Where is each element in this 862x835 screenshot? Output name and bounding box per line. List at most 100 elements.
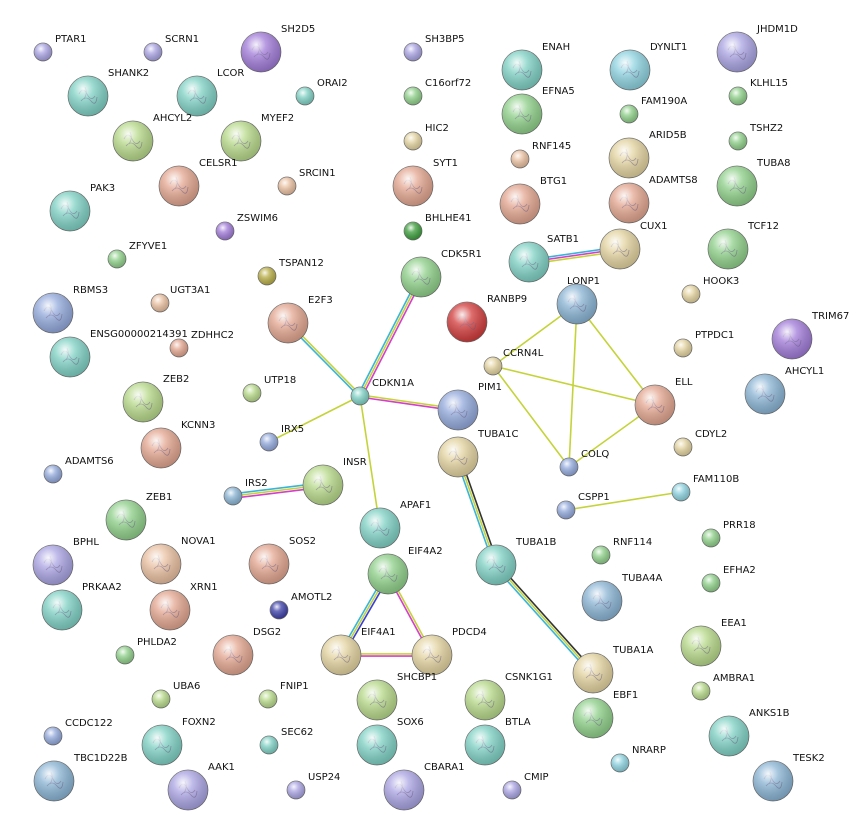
node-prr18[interactable]: PRR18 [701,520,756,548]
node-fam110b[interactable]: FAM110B [671,474,739,502]
node-rbms3[interactable]: RBMS3 [32,285,108,334]
node-bhlhe41[interactable]: BHLHE41 [403,213,472,241]
node-ccrn4l[interactable]: CCRN4L [483,348,544,376]
node-phlda2[interactable]: PHLDA2 [115,637,177,665]
node-ptar1[interactable]: PTAR1 [33,34,87,62]
node-tuba1a[interactable]: TUBA1A [572,645,653,694]
node-amotl2[interactable]: AMOTL2 [269,592,332,620]
node-cdk5r1[interactable]: CDK5R1 [400,249,482,298]
node-efna5[interactable]: EFNA5 [501,86,575,135]
node-cbara1[interactable]: CBARA1 [383,762,464,811]
node-zdhhc2[interactable]: ZDHHC2 [169,330,234,358]
node-cux1[interactable]: CUX1 [599,221,668,270]
node-hic2[interactable]: HIC2 [403,123,449,151]
node-tuba8[interactable]: TUBA8 [716,158,791,207]
node-uba6[interactable]: UBA6 [151,681,200,709]
node-sos2[interactable]: SOS2 [248,536,316,585]
node-apaf1[interactable]: APAF1 [359,500,431,549]
node-zfyve1[interactable]: ZFYVE1 [107,241,167,269]
node-rnf114[interactable]: RNF114 [591,537,652,565]
node-scrn1[interactable]: SCRN1 [143,34,199,62]
node-adamts6[interactable]: ADAMTS6 [43,456,114,484]
node-efha2[interactable]: EFHA2 [701,565,756,593]
node-xrn1[interactable]: XRN1 [149,582,218,631]
node-nrarp[interactable]: NRARP [610,745,666,773]
node-foxn2[interactable]: FOXN2 [141,717,216,766]
node-pim1[interactable]: PIM1 [437,382,502,431]
node-irx5[interactable]: IRX5 [259,424,304,452]
node-usp24[interactable]: USP24 [286,772,340,800]
node-ccdc122[interactable]: CCDC122 [43,718,113,746]
node-insr[interactable]: INSR [302,457,367,506]
node-rnf145[interactable]: RNF145 [510,141,571,169]
node-jhdm1d[interactable]: JHDM1D [716,24,798,73]
node-shcbp1[interactable]: SHCBP1 [356,672,437,721]
node-c16orf72[interactable]: C16orf72 [403,78,471,106]
node-anks1b[interactable]: ANKS1B [708,708,790,757]
node-tbc1d22b[interactable]: TBC1D22B [33,753,128,802]
node-ebf1[interactable]: EBF1 [572,690,638,739]
node-hook3[interactable]: HOOK3 [681,276,739,304]
node-zswim6[interactable]: ZSWIM6 [215,213,278,241]
node-sox6[interactable]: SOX6 [356,717,424,766]
node-enah[interactable]: ENAH [501,42,570,91]
node-ugt3a1[interactable]: UGT3A1 [150,285,210,313]
node-ptpdc1[interactable]: PTPDC1 [673,330,734,358]
node-lcor[interactable]: LCOR [176,68,244,117]
node-tspan12[interactable]: TSPAN12 [257,258,324,286]
node-arid5b[interactable]: ARID5B [608,130,687,179]
node-prkaa2[interactable]: PRKAA2 [41,582,122,631]
node-bphl[interactable]: BPHL [32,537,99,586]
node-eif4a1[interactable]: EIF4A1 [320,627,396,676]
node-e2f3[interactable]: E2F3 [267,295,333,344]
node-klhl15[interactable]: KLHL15 [728,78,788,106]
node-utp18[interactable]: UTP18 [242,375,296,403]
node-tuba1c[interactable]: TUBA1C [437,429,518,478]
node-irs2[interactable]: IRS2 [223,478,268,506]
node-ahcyl1[interactable]: AHCYL1 [744,366,824,415]
node-tuba4a[interactable]: TUBA4A [581,573,662,622]
node-dynlt1[interactable]: DYNLT1 [609,42,687,91]
node-fnip1[interactable]: FNIP1 [258,681,309,709]
node-tuba1b[interactable]: TUBA1B [475,537,556,586]
node-cdkn1a[interactable]: CDKN1A [350,378,414,406]
node-shank2[interactable]: SHANK2 [67,68,149,117]
node-cspp1[interactable]: CSPP1 [556,492,610,520]
node-satb1[interactable]: SATB1 [508,234,579,283]
node-cdyl2[interactable]: CDYL2 [673,429,727,457]
node-trim67[interactable]: TRIM67 [771,311,849,360]
node-nova1[interactable]: NOVA1 [140,536,216,585]
node-zeb1[interactable]: ZEB1 [105,492,172,541]
node-colq[interactable]: COLQ [559,449,609,477]
node-eif4a2[interactable]: EIF4A2 [367,546,443,595]
node-cmip[interactable]: CMIP [502,772,549,800]
node-ahcyl2[interactable]: AHCYL2 [112,113,192,162]
node-btla[interactable]: BTLA [464,717,531,766]
node-sh2d5[interactable]: SH2D5 [240,24,315,73]
node-ambra1[interactable]: AMBRA1 [691,673,755,701]
node-ell[interactable]: ELL [634,377,693,426]
node-kcnn3[interactable]: KCNN3 [140,420,215,469]
node-orai2[interactable]: ORAI2 [295,78,348,106]
node-csnk1g1[interactable]: CSNK1G1 [464,672,553,721]
node-lonp1[interactable]: LONP1 [556,276,600,325]
node-tcf12[interactable]: TCF12 [707,221,779,270]
node-syt1[interactable]: SYT1 [392,158,458,207]
node-myef2[interactable]: MYEF2 [220,113,294,162]
node-sh3bp5[interactable]: SH3BP5 [403,34,464,62]
node-dsg2[interactable]: DSG2 [212,627,281,676]
node-ranbp9[interactable]: RANBP9 [446,294,527,343]
node-srcin1[interactable]: SRCIN1 [277,168,336,196]
node-celsr1[interactable]: CELSR1 [158,158,238,207]
node-pak3[interactable]: PAK3 [49,183,115,232]
node-aak1[interactable]: AAK1 [167,762,235,811]
node-fam190a[interactable]: FAM190A [619,96,687,124]
node-tshz2[interactable]: TSHZ2 [728,123,783,151]
node-adamts8[interactable]: ADAMTS8 [608,175,698,224]
node-eea1[interactable]: EEA1 [680,618,747,667]
node-ensg00000214391[interactable]: ENSG00000214391 [49,329,188,378]
node-tesk2[interactable]: TESK2 [752,753,825,802]
node-sec62[interactable]: SEC62 [259,727,313,755]
node-pdcd4[interactable]: PDCD4 [411,627,487,676]
node-zeb2[interactable]: ZEB2 [122,374,189,423]
